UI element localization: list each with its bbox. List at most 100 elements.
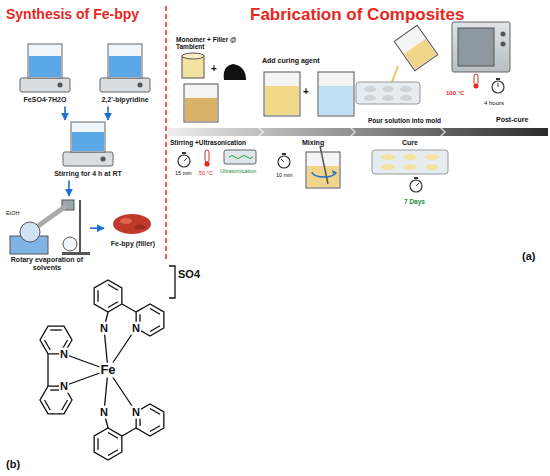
stopwatch xyxy=(492,78,504,93)
drawing-part xyxy=(72,132,104,151)
drawing-part xyxy=(364,95,376,101)
drawing-part xyxy=(496,78,500,80)
drawing-part xyxy=(498,83,499,87)
drawing-part xyxy=(452,22,510,72)
drawing-part xyxy=(120,218,132,224)
drawing-part xyxy=(44,340,50,350)
drawing-part xyxy=(182,152,186,154)
drawing-part xyxy=(501,32,506,37)
curing-agent-beaker xyxy=(318,72,354,116)
atom-label: N xyxy=(59,348,69,361)
drawing-part xyxy=(320,146,328,184)
drawing-part xyxy=(122,304,136,312)
drawing-part xyxy=(382,86,394,92)
drawing-part xyxy=(79,200,81,253)
drawing-part xyxy=(474,84,479,89)
text-label: EtOH xyxy=(6,210,19,216)
text-label: + xyxy=(211,63,217,75)
text-label: 10 min xyxy=(276,172,293,178)
drawing-part xyxy=(458,28,494,66)
drawing-part xyxy=(414,177,418,179)
text-label: + xyxy=(303,86,309,98)
process-step: Fe-bpy (filler) xyxy=(104,206,162,250)
resin-beaker xyxy=(264,72,300,116)
drawing-part xyxy=(71,122,105,152)
drawing-part xyxy=(108,44,142,78)
pour-stream xyxy=(392,66,398,82)
drawing-part xyxy=(403,154,417,160)
timeline-bar xyxy=(168,128,548,136)
drawing-part xyxy=(63,152,113,166)
drawing-part xyxy=(97,290,98,302)
atom-label: N xyxy=(59,380,69,393)
text-label: 15 min xyxy=(175,170,192,176)
filler-powder xyxy=(113,214,151,234)
process-step: Rotary evaporation of solvents xyxy=(4,196,90,275)
drawing-part xyxy=(307,166,339,187)
drawing-part xyxy=(29,56,61,77)
thermometer xyxy=(204,150,209,167)
drawing-part xyxy=(501,42,506,47)
pouring-beaker xyxy=(394,25,438,71)
section-divider xyxy=(165,6,167,262)
process-step: FeSO4·7H2O xyxy=(8,34,82,106)
drawing-part xyxy=(258,128,264,136)
drawing-part xyxy=(138,83,143,88)
drawing-part xyxy=(364,86,376,92)
drawing-part xyxy=(400,86,412,92)
drawing-part xyxy=(44,400,50,410)
drawing-part xyxy=(150,326,160,332)
drawing-part xyxy=(400,95,412,101)
drawing-part xyxy=(350,128,356,136)
stopwatch xyxy=(178,152,190,167)
drawing-part xyxy=(28,44,62,78)
drawing-part xyxy=(62,252,90,255)
drawing-part xyxy=(278,156,290,168)
drawing-part xyxy=(312,172,336,177)
stopwatch xyxy=(410,177,422,192)
monomer-beaker xyxy=(182,53,204,78)
drawing-part xyxy=(403,164,417,170)
drawing-part xyxy=(224,150,256,164)
atom-label: N xyxy=(99,406,109,419)
drawing-part xyxy=(108,302,118,308)
hotplate-beaker xyxy=(100,44,150,92)
drawing-part xyxy=(122,428,136,436)
mixing-beaker xyxy=(306,146,340,188)
text-label: 50 °C xyxy=(199,170,213,176)
hotplate-beaker xyxy=(20,44,70,92)
drawing-part xyxy=(332,170,336,174)
process-arrow xyxy=(107,106,109,120)
drawing-part xyxy=(109,56,141,77)
drawing-part xyxy=(113,214,151,234)
drawing-part xyxy=(38,206,66,226)
process-step: 2,2'-bipyridine xyxy=(88,34,162,106)
text-label: Ultrasonication xyxy=(220,168,256,174)
drawing-part xyxy=(169,266,175,298)
timeline-ticks xyxy=(258,128,446,136)
step-label: FeSO4·7H2O xyxy=(8,96,82,104)
drawing-part xyxy=(404,39,436,69)
stopwatch xyxy=(278,153,290,168)
drawing-part xyxy=(319,86,353,115)
drawing-part xyxy=(264,72,300,116)
rotary-evaporator xyxy=(10,200,90,255)
text-label: Cure xyxy=(402,139,418,147)
drawing-part xyxy=(108,284,118,290)
ultrasonic-bath xyxy=(224,150,256,164)
text-label: SO4 xyxy=(178,268,200,281)
text-label: Fabrication of Composites xyxy=(250,5,464,25)
drawing-part xyxy=(47,354,48,386)
drawing-part xyxy=(94,280,122,312)
text-label: 7 Days xyxy=(404,198,425,205)
drawing-part xyxy=(184,84,218,122)
drawing-part xyxy=(204,161,209,166)
mold-plate xyxy=(372,150,448,174)
drawing-part xyxy=(63,237,77,251)
drawing-part xyxy=(101,157,106,162)
drawing-part xyxy=(425,154,439,160)
drawing-part xyxy=(50,329,62,330)
